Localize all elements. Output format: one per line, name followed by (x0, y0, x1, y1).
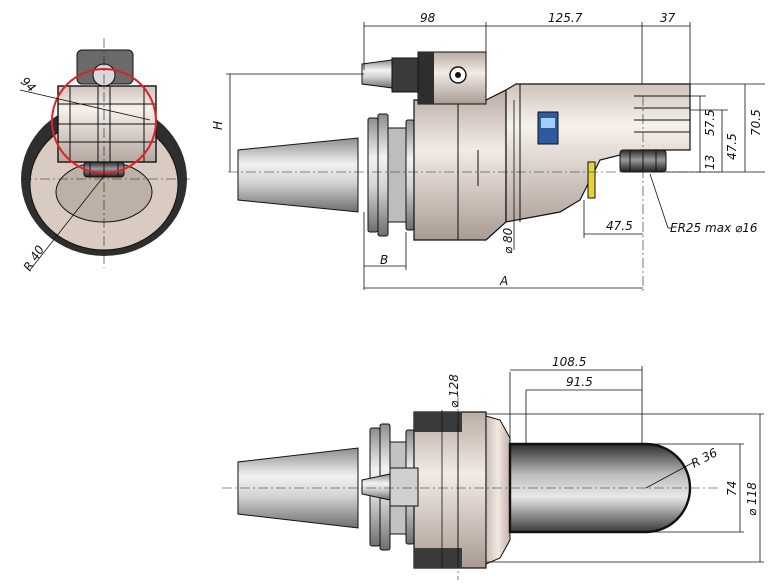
side-dim-47-5-right: 47.5 (725, 133, 739, 160)
top-dim-R36: R 36 (689, 445, 720, 470)
top-dim-108-5: 108.5 (552, 355, 586, 369)
side-flange-2 (377, 113, 389, 237)
side-stop-base (391, 57, 419, 93)
side-label-B: B (380, 253, 388, 267)
top-dim-phi128: ⌀ 128 (447, 374, 461, 408)
top-view: 108.5 91.5 ⌀ 128 R 36 74 ⌀ 118 (222, 355, 764, 580)
top-dark-band-upper (414, 412, 462, 432)
top-stop-pin (361, 473, 391, 501)
top-main-body (413, 411, 487, 569)
side-dim-phi80: ⌀ 80 (501, 227, 515, 254)
side-main-body (413, 89, 507, 241)
side-dim-57-5: 57.5 (703, 109, 717, 136)
side-label-H: H (211, 121, 225, 130)
side-dim-37: 37 (660, 11, 676, 25)
side-dim-70-5: 70.5 (749, 109, 763, 136)
side-view: 98 125.7 37 57.5 70.5 47.5 13 H B A ⌀ 80 (211, 11, 765, 292)
side-dim-125-7: 125.7 (548, 11, 583, 25)
top-dim-phi118: ⌀ 118 (745, 482, 759, 516)
side-collet-note: ER25 max ⌀16 (670, 221, 758, 235)
side-dim-47-5-bottom: 47.5 (606, 219, 633, 233)
front-view: 94 R 40 (18, 38, 190, 274)
side-taper-shank (237, 137, 359, 213)
side-dim-13: 13 (703, 155, 717, 170)
side-flange-1 (367, 117, 379, 233)
top-stop-base (389, 467, 419, 507)
front-dim-R40: R 40 (21, 243, 48, 274)
top-dim-74: 74 (725, 481, 739, 496)
front-dim-94: 94 (18, 74, 39, 95)
side-tool-pin (587, 161, 596, 199)
side-logo-strip (541, 118, 555, 128)
side-bolt-core (455, 72, 461, 78)
side-flange-groove (387, 127, 407, 223)
top-dim-91-5: 91.5 (566, 375, 593, 389)
top-dark-band-lower (414, 548, 462, 568)
side-stop-pin (361, 59, 393, 89)
side-flange-3 (405, 119, 415, 231)
top-transition (485, 415, 511, 565)
side-dim-98: 98 (420, 11, 436, 25)
side-label-A: A (499, 274, 508, 288)
side-dark-band (418, 52, 434, 104)
